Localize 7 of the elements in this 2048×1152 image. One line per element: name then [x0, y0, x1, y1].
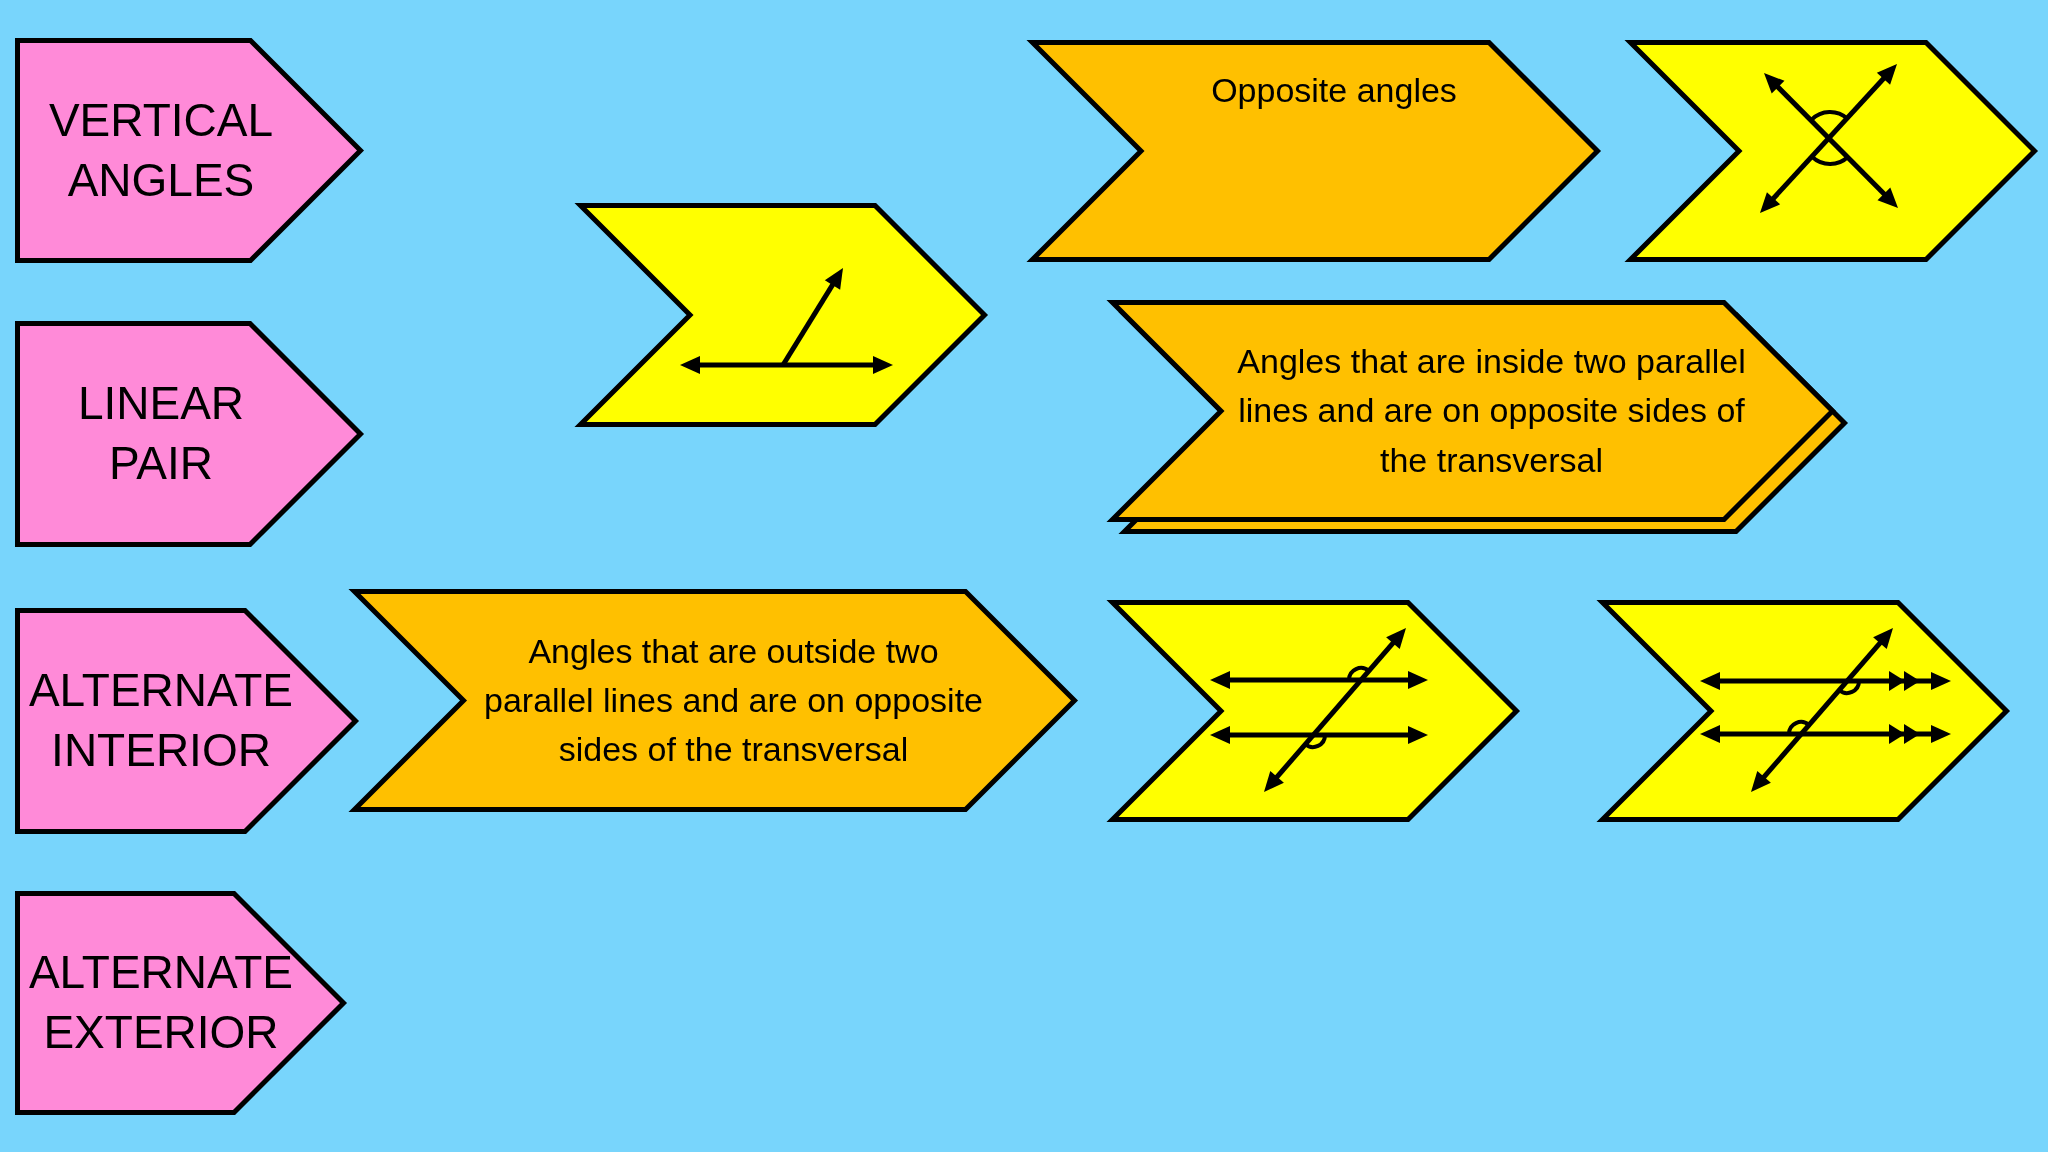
- term-text: ALTERNATE INTERIOR: [27, 663, 295, 778]
- definition-text: Angles that are outside two parallel lines and are on opposite sides of the transversal: [483, 630, 984, 771]
- term-text: ALTERNATE EXTERIOR: [27, 945, 295, 1060]
- term-text: LINEAR PAIR: [76, 376, 246, 491]
- definition-text: Angles that are inside two parallel lines and are on opposite sides of the transversal: [1237, 341, 1746, 481]
- term-text: VERTICAL ANGLES: [47, 92, 275, 208]
- definition-text: Opposite angles: [1211, 70, 1457, 111]
